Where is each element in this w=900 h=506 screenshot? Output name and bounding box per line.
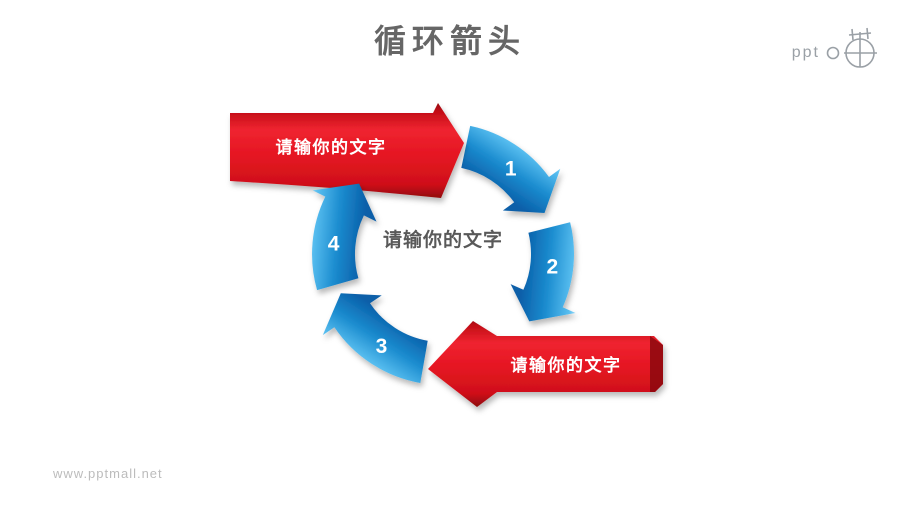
cycle-center-label[interactable]: 请输你的文字 — [383, 228, 503, 251]
step-number-2[interactable]: 2 — [547, 256, 559, 279]
watermark: www.pptmall.net — [53, 466, 163, 481]
slide-title[interactable]: 循环箭头 — [373, 23, 526, 59]
step-number-4[interactable]: 4 — [328, 233, 340, 256]
globe-crosshair-icon — [826, 27, 877, 68]
red-arrow-top-label[interactable]: 请输你的文字 — [276, 137, 387, 157]
red-arrow-top-left[interactable] — [230, 103, 464, 198]
logo-text: ppt — [791, 44, 820, 61]
red-arrow-bottom-right[interactable] — [428, 321, 663, 407]
step-number-1[interactable]: 1 — [505, 157, 517, 180]
red-arrow-bottom-right-edge-shade — [650, 336, 663, 392]
cycle-segment-1[interactable] — [461, 125, 561, 213]
pptmall-logo: ppt — [792, 24, 882, 72]
red-arrow-bottom-label[interactable]: 请输你的文字 — [511, 355, 622, 375]
cycle-segment-2[interactable] — [510, 222, 576, 322]
cycle-segment-3[interactable] — [322, 293, 428, 383]
cycle-segment-4[interactable] — [312, 183, 377, 291]
step-number-3[interactable]: 3 — [376, 335, 388, 358]
